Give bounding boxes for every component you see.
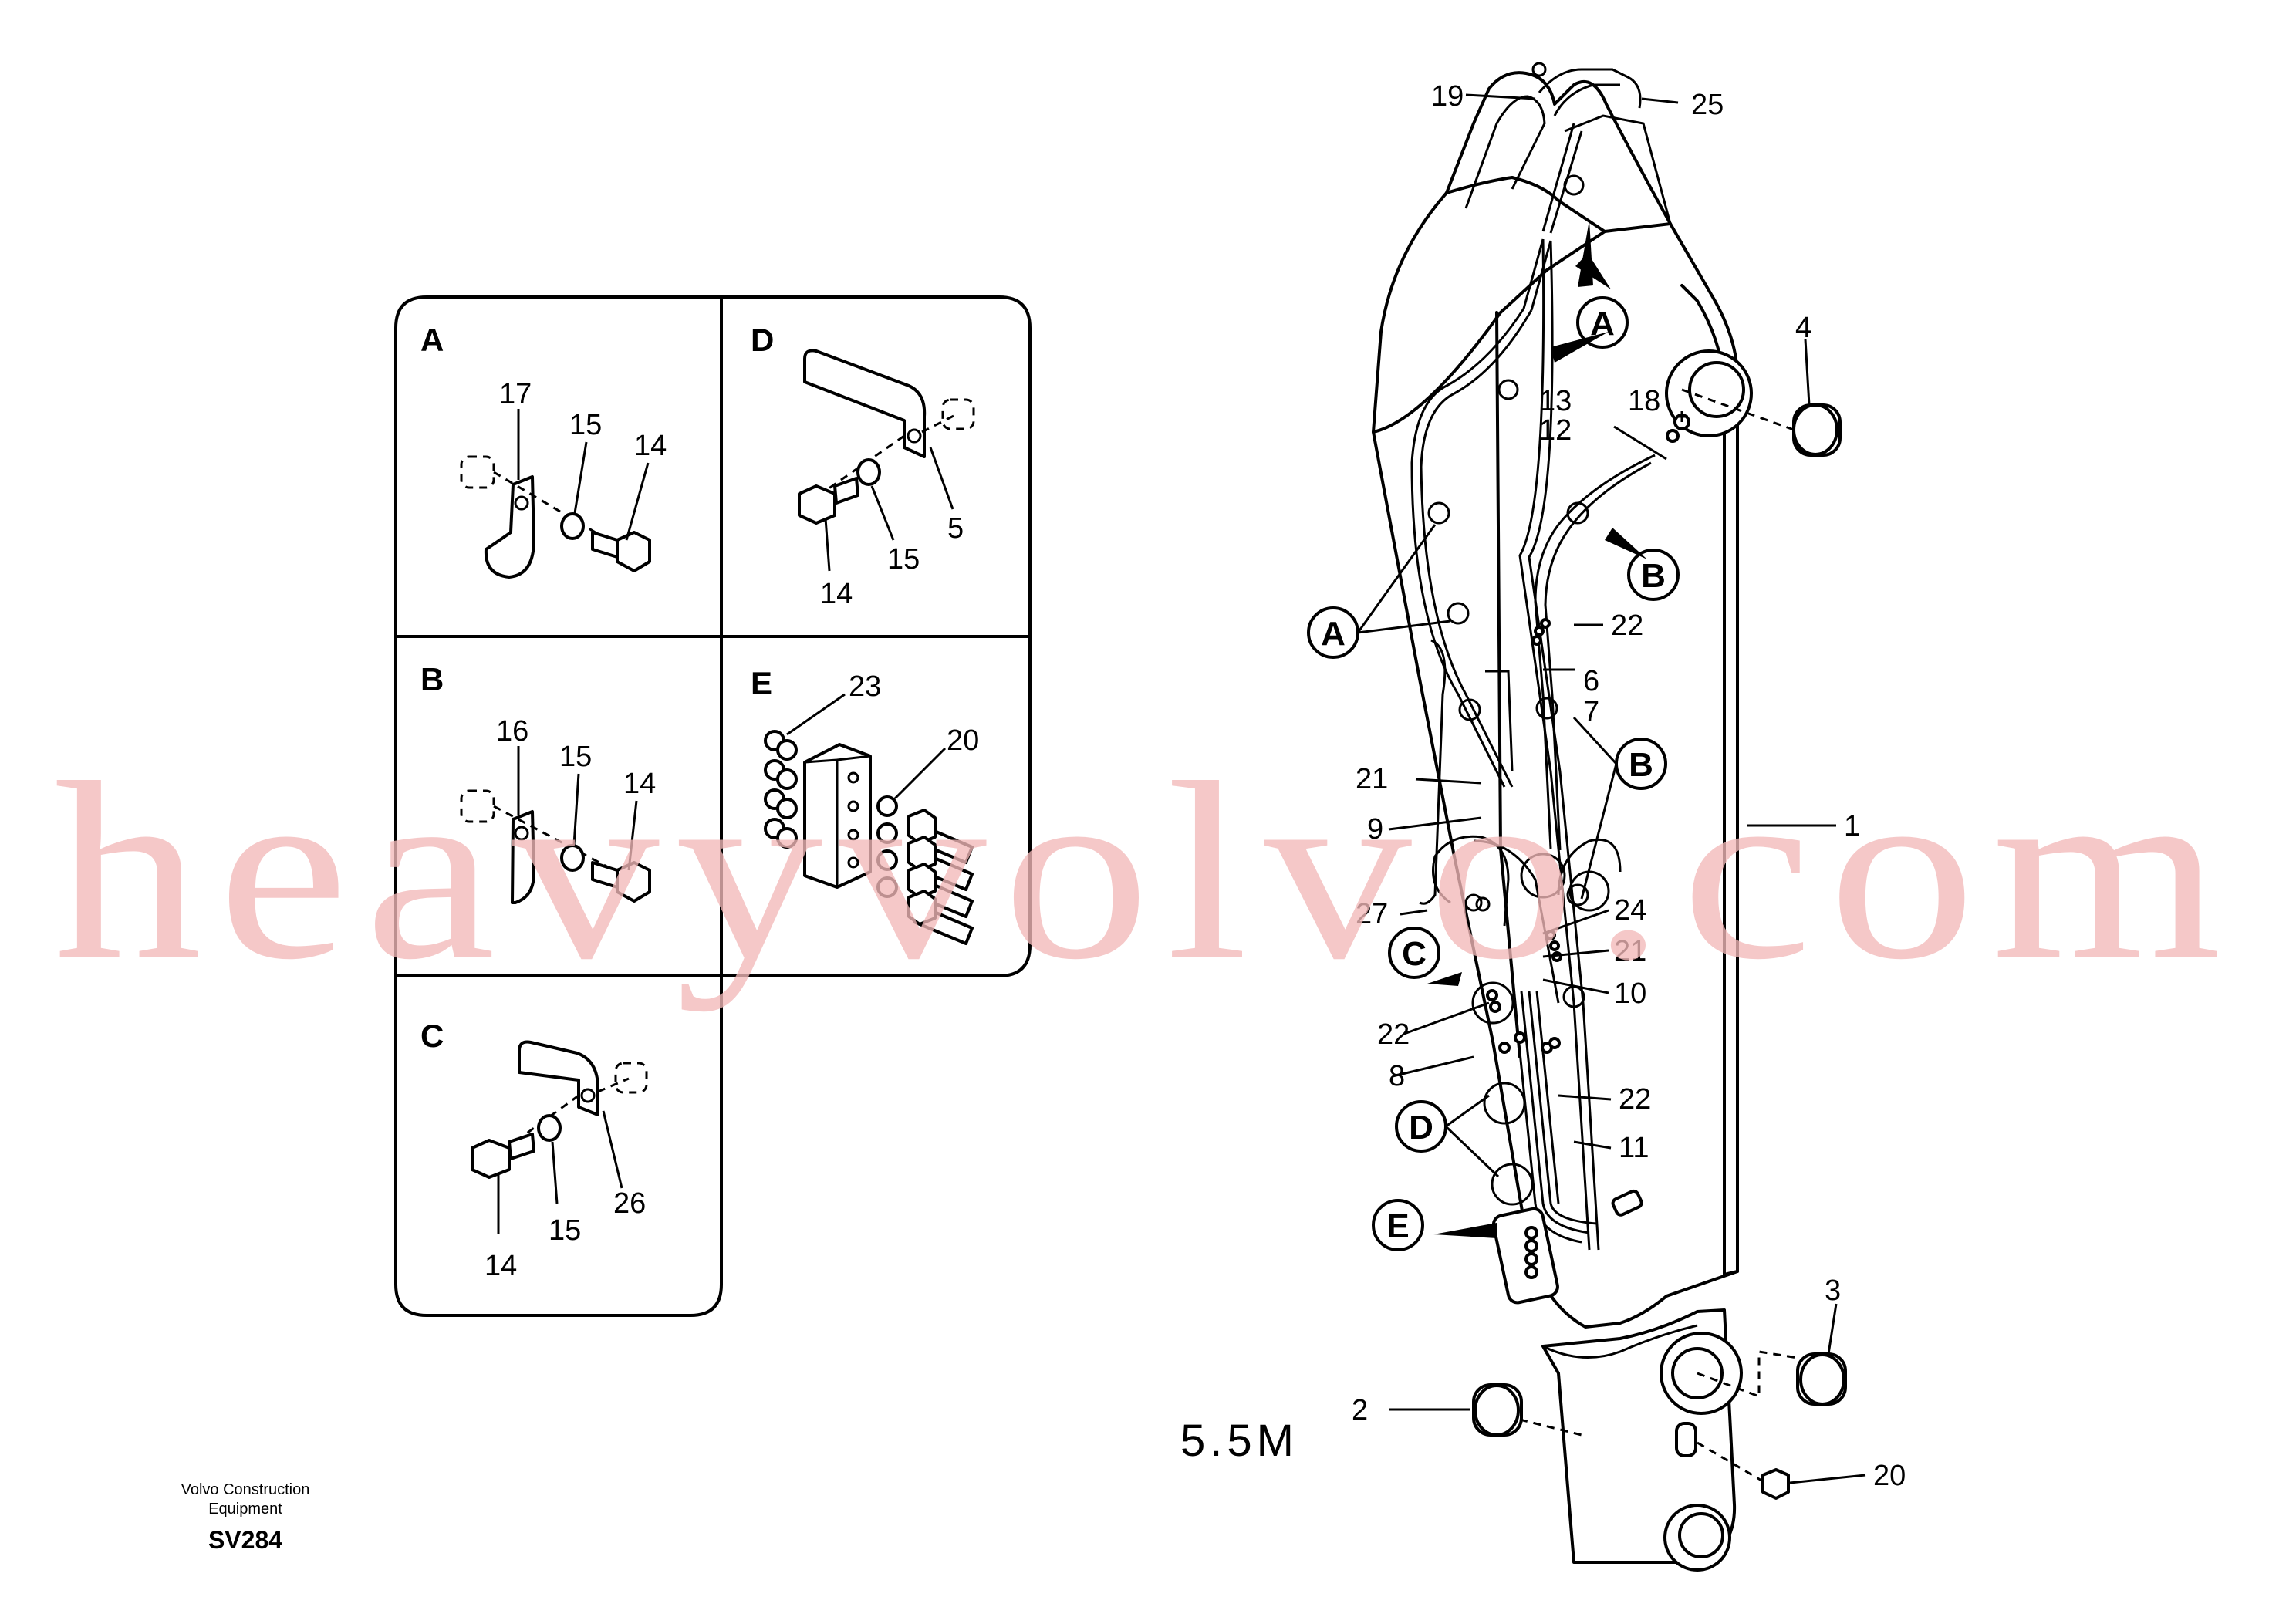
- nut-stack: [764, 730, 798, 849]
- boom-assembly: [1372, 62, 1753, 1572]
- panel-e-label: E: [751, 665, 772, 701]
- bolt-group: [876, 795, 974, 945]
- part-number-leaders: [1388, 93, 1866, 1484]
- panel-b-part-15: 15: [559, 741, 592, 773]
- company-name-line2: Equipment: [208, 1501, 282, 1518]
- panel-d-part-14: 14: [820, 578, 853, 610]
- watermark: heavyvolvo.com: [54, 731, 2237, 1012]
- part-number-20: 20: [1873, 1460, 1906, 1492]
- detail-panel-a: A 17 15 14: [420, 322, 667, 579]
- callout-arrows: [1427, 220, 1647, 1238]
- part-number-8: 8: [1389, 1060, 1405, 1092]
- panel-b-part-16: 16: [496, 715, 528, 748]
- part-numbers: 19 25 4 13 18 12 22 6 7 1 21 9 27 24 21 …: [1352, 80, 1906, 1492]
- part-number-7: 7: [1583, 696, 1599, 728]
- detail-panel-b: B 16 15 14: [420, 661, 656, 904]
- part-number-2: 2: [1352, 1394, 1368, 1426]
- panel-c-part-14: 14: [485, 1250, 517, 1282]
- panel-e-part-20: 20: [947, 724, 979, 757]
- detail-panel-c: C 26 15 14: [420, 1018, 648, 1282]
- panel-a-part-15: 15: [569, 409, 602, 441]
- part-number-19: 19: [1431, 80, 1464, 113]
- company-name-line1: Volvo Construction: [181, 1481, 310, 1498]
- callout-e: E: [1386, 1207, 1409, 1245]
- callout-d: D: [1409, 1109, 1433, 1146]
- part-number-21-right: 21: [1614, 935, 1646, 967]
- part-number-21-left: 21: [1356, 763, 1388, 795]
- callout-b-top: B: [1641, 557, 1666, 595]
- panel-b-label: B: [420, 661, 444, 697]
- part-number-22-left: 22: [1377, 1018, 1410, 1051]
- detail-panels-frame: [394, 295, 1032, 1317]
- panel-c-part-26: 26: [613, 1187, 646, 1220]
- detail-panel-e: E: [751, 665, 979, 945]
- callout-a-left: A: [1321, 615, 1346, 653]
- part-number-9: 9: [1367, 813, 1383, 846]
- panel-c-label: C: [420, 1018, 444, 1054]
- bushing-3: [1697, 1350, 1847, 1406]
- part-number-3: 3: [1825, 1275, 1841, 1307]
- part-number-13: 13: [1539, 385, 1572, 417]
- callout-c: C: [1402, 935, 1427, 973]
- panel-d-label: D: [751, 322, 774, 358]
- panel-d-part-15: 15: [887, 543, 920, 576]
- part-number-4: 4: [1795, 312, 1811, 344]
- bushing-4: [1681, 388, 1842, 457]
- callout-a-top: A: [1590, 305, 1615, 343]
- panel-a-part-17: 17: [499, 378, 532, 410]
- bushing-2: [1472, 1383, 1582, 1437]
- part-number-24: 24: [1614, 894, 1646, 927]
- panel-e-part-23: 23: [849, 670, 881, 703]
- callout-b-mid: B: [1629, 746, 1653, 784]
- part-number-1: 1: [1844, 810, 1860, 842]
- part-number-22-lower: 22: [1619, 1083, 1651, 1116]
- part-number-6: 6: [1583, 665, 1599, 697]
- bolt-20-lower: [1697, 1441, 1790, 1500]
- part-number-25: 25: [1691, 89, 1724, 121]
- panel-a-part-14: 14: [634, 430, 667, 462]
- part-number-12: 12: [1539, 414, 1572, 447]
- panel-c-part-15: 15: [549, 1214, 581, 1247]
- part-number-10: 10: [1614, 977, 1646, 1010]
- detail-panel-d: D 5 15 14: [751, 322, 975, 610]
- footer: Volvo Construction Equipment SV284: [181, 1481, 310, 1554]
- drawing-code: SV284: [208, 1526, 282, 1554]
- variant-label: 5.5M: [1180, 1416, 1298, 1466]
- part-number-27: 27: [1356, 898, 1388, 930]
- panel-b-part-14: 14: [623, 768, 656, 800]
- callout-bubbles: A B A B C D E: [1307, 296, 1680, 1251]
- panel-a-label: A: [420, 322, 444, 358]
- panel-d-part-5: 5: [947, 512, 964, 545]
- junction-fittings: [1524, 1226, 1538, 1279]
- part-number-22-upper: 22: [1611, 609, 1643, 642]
- part-number-11: 11: [1619, 1132, 1649, 1164]
- part-number-18: 18: [1628, 385, 1660, 417]
